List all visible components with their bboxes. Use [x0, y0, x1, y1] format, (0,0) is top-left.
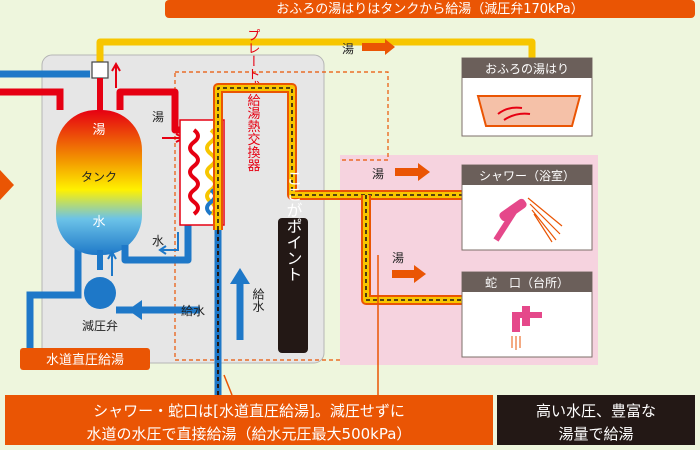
supply-label: 給水: [181, 304, 205, 318]
bath-header: [462, 58, 592, 78]
tank-hot-label: 湯: [92, 123, 105, 138]
shower-icon: [493, 197, 563, 243]
tank-water-label: 水: [92, 215, 105, 230]
up-arrow-icon-2: [107, 249, 117, 276]
supply-up-arrow-icon: [230, 268, 250, 284]
flow-in-arrow-icon: [0, 170, 14, 200]
hot-label-faucet: 湯: [392, 251, 404, 265]
hot-arrow-faucet-icon: [392, 265, 426, 283]
hot-label-left: 湯: [152, 110, 164, 124]
point-label: ここがポイント: [284, 170, 303, 282]
callout-pointer-1: [223, 374, 233, 396]
dashed-outline: [174, 71, 389, 361]
cold-pipe-left: [26, 230, 82, 360]
cold-return-pipe: [121, 220, 192, 264]
bottom-right-line1: 高い水圧、豊富な: [536, 402, 656, 420]
bottom-right-line2: 湯量で給湯: [558, 425, 633, 443]
pressure-valve-label: 減圧弁: [82, 318, 118, 333]
exchanger-label: プレート式給湯熱交換器: [245, 29, 261, 173]
tank-label: タンク: [81, 170, 117, 184]
hot-arrow-top-icon: [362, 39, 395, 55]
bath-pipe: [96, 38, 536, 62]
water-label: 水: [152, 234, 164, 248]
top-banner-bg: [165, 0, 695, 18]
steam-icon: [497, 106, 531, 121]
bottom-left-line1: シャワー・蛇口は[水道直圧給湯]。減圧せずに: [93, 402, 405, 420]
bottom-left-line2: 水道の水圧で直接給湯（給水元圧最大500kPa）: [87, 425, 412, 443]
direct-hot-line-dash: [217, 87, 480, 230]
bath-label: おふろの湯はり: [485, 62, 569, 76]
hot-coil: [188, 128, 200, 216]
shower-header: [462, 165, 592, 185]
up-arrow-icon: [111, 61, 121, 88]
hot-label-shower: 湯: [372, 167, 384, 181]
point-box: [278, 218, 308, 353]
arrow-left-icon: [158, 232, 179, 255]
faucet-label: 蛇 口（台所）: [485, 275, 569, 290]
bathtub-icon: [476, 95, 582, 127]
bottom-left-box: [5, 395, 493, 445]
faucet-header: [462, 272, 592, 292]
shower-label: シャワー（浴室）: [479, 168, 575, 183]
pressure-valve-icon: [84, 277, 116, 309]
feed-arrow-icon: [128, 300, 142, 320]
supply-vertical-label: 給水: [251, 288, 265, 312]
tank: [56, 110, 142, 255]
top-banner: おふろの湯はりはタンクから給湯（減圧弁170kPa）: [276, 1, 584, 17]
bottom-right-box: [497, 395, 695, 445]
hot-label-top: 湯: [342, 42, 354, 56]
direct-tag-bg: [20, 348, 150, 370]
hot-pipe-left: [0, 88, 64, 110]
faucet-icon: [511, 306, 542, 350]
direct-tag-label: 水道直圧給湯: [46, 353, 124, 368]
faucet-line-dash: [365, 195, 480, 301]
hot-arrow-shower-icon: [395, 163, 430, 181]
mixing-valve: [91, 61, 109, 79]
